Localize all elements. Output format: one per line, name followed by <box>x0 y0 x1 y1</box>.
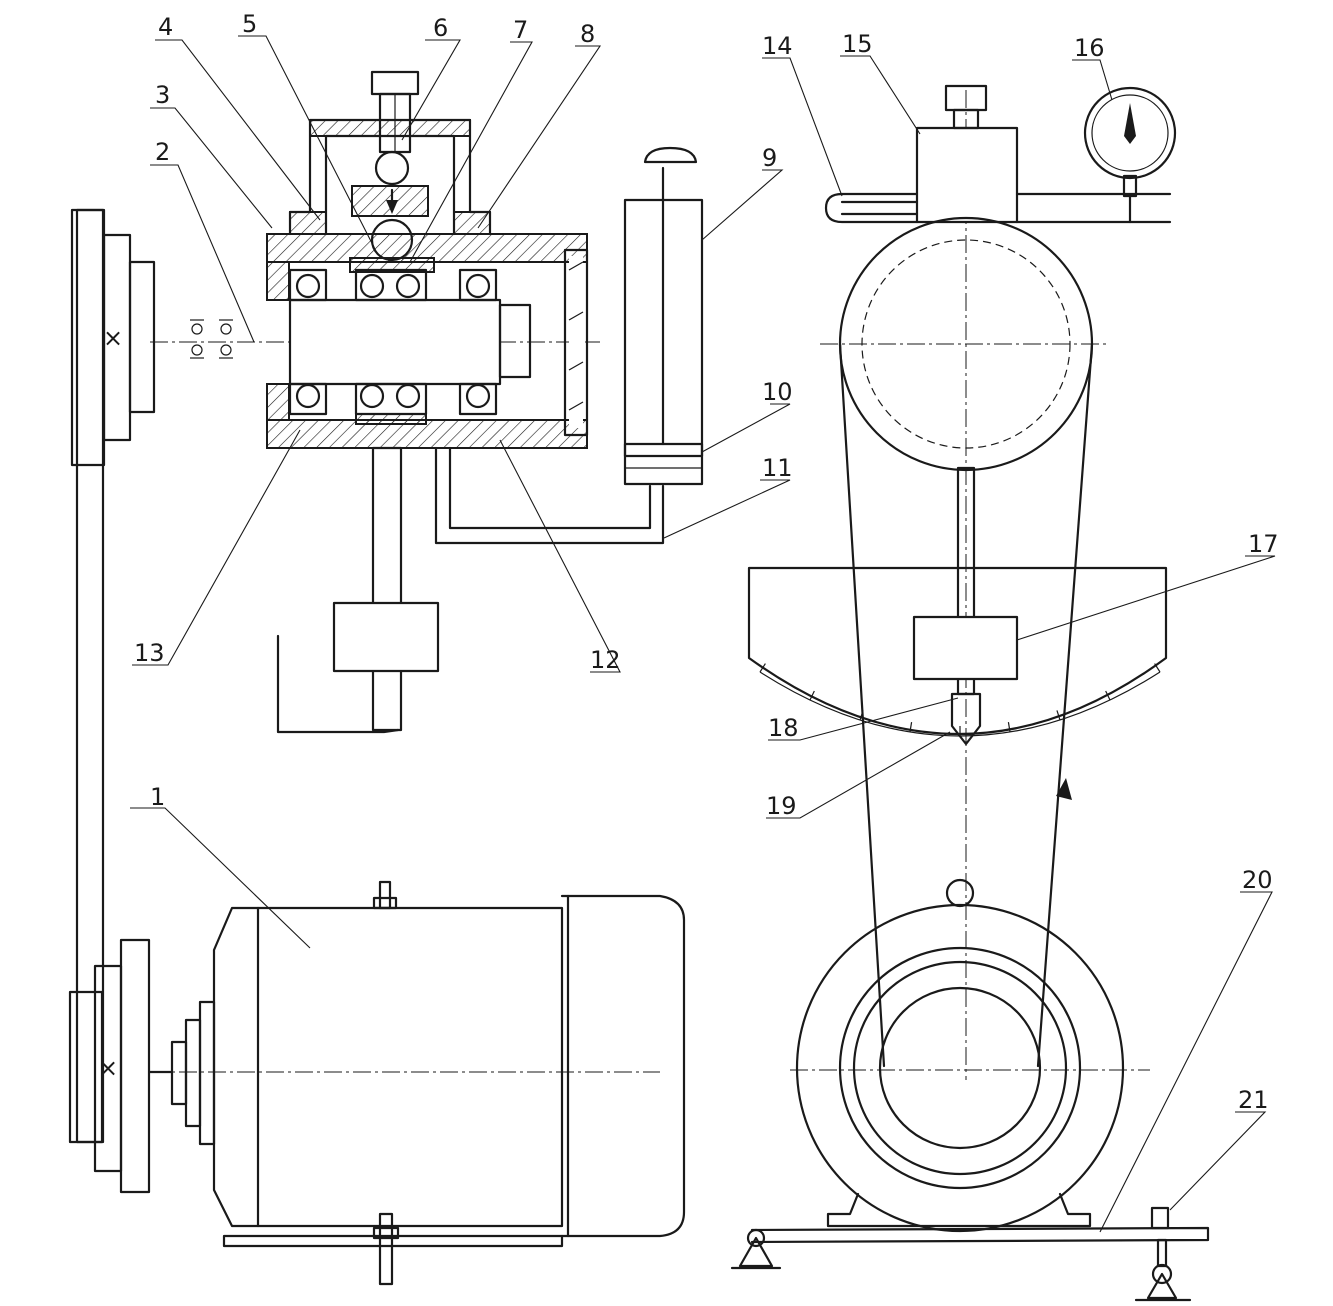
label-8: 8 <box>580 20 595 48</box>
label-4: 4 <box>158 13 173 41</box>
motor-end-view <box>795 878 1125 1233</box>
pendulum-arm <box>276 446 440 734</box>
electric-motor <box>148 880 686 1286</box>
upper-pulley-mark: × <box>103 324 123 352</box>
label-6: 6 <box>433 14 448 42</box>
label-10: 10 <box>762 378 793 406</box>
lower-pulley-mark: × <box>98 1054 118 1082</box>
load-balls <box>349 150 435 273</box>
load-frame <box>288 118 492 236</box>
scale-tick <box>909 722 913 733</box>
label-11: 11 <box>762 454 793 482</box>
oil-line <box>434 446 665 545</box>
spring-beam <box>824 192 1172 224</box>
scale-tick <box>1105 690 1111 701</box>
lower-pulley: × <box>68 938 151 1194</box>
part-labels: 1 2 3 4 5 6 7 8 9 10 11 12 13 14 15 16 1… <box>134 10 1279 1114</box>
oil-reservoir <box>623 146 704 486</box>
scale-tick <box>1154 663 1161 673</box>
dial-indicator <box>1083 86 1177 224</box>
label-5: 5 <box>242 10 257 38</box>
leader-lines <box>130 35 1276 1233</box>
label-2: 2 <box>155 138 170 166</box>
scale-tick <box>759 663 766 673</box>
belt-direction-arrow <box>1056 778 1072 800</box>
label-1: 1 <box>150 783 165 811</box>
label-18: 18 <box>768 714 799 742</box>
drive-belt <box>75 208 105 1144</box>
base-lever <box>730 1206 1210 1302</box>
label-20: 20 <box>1242 866 1273 894</box>
upper-pulley: × <box>70 208 156 467</box>
scale-tick <box>1056 710 1061 721</box>
scale-tick <box>809 690 815 701</box>
label-12: 12 <box>590 646 621 674</box>
load-screw <box>370 70 420 154</box>
label-19: 19 <box>766 792 797 820</box>
scale-tick <box>1007 722 1011 733</box>
test-shaft <box>288 298 532 386</box>
label-15: 15 <box>842 30 873 58</box>
label-21: 21 <box>1238 1086 1269 1114</box>
label-9: 9 <box>762 144 777 172</box>
label-16: 16 <box>1074 34 1105 62</box>
right-belt <box>838 342 1094 1068</box>
shaft-bearing-symbols <box>190 319 233 359</box>
label-13: 13 <box>134 639 165 667</box>
label-14: 14 <box>762 32 793 60</box>
bearing-housing <box>266 233 589 449</box>
load-bracket <box>915 84 1019 224</box>
rolling-bearings <box>288 268 498 425</box>
pendulum-pointer <box>912 466 1019 746</box>
label-3: 3 <box>155 81 170 109</box>
label-7: 7 <box>513 16 528 44</box>
label-17: 17 <box>1248 530 1279 558</box>
